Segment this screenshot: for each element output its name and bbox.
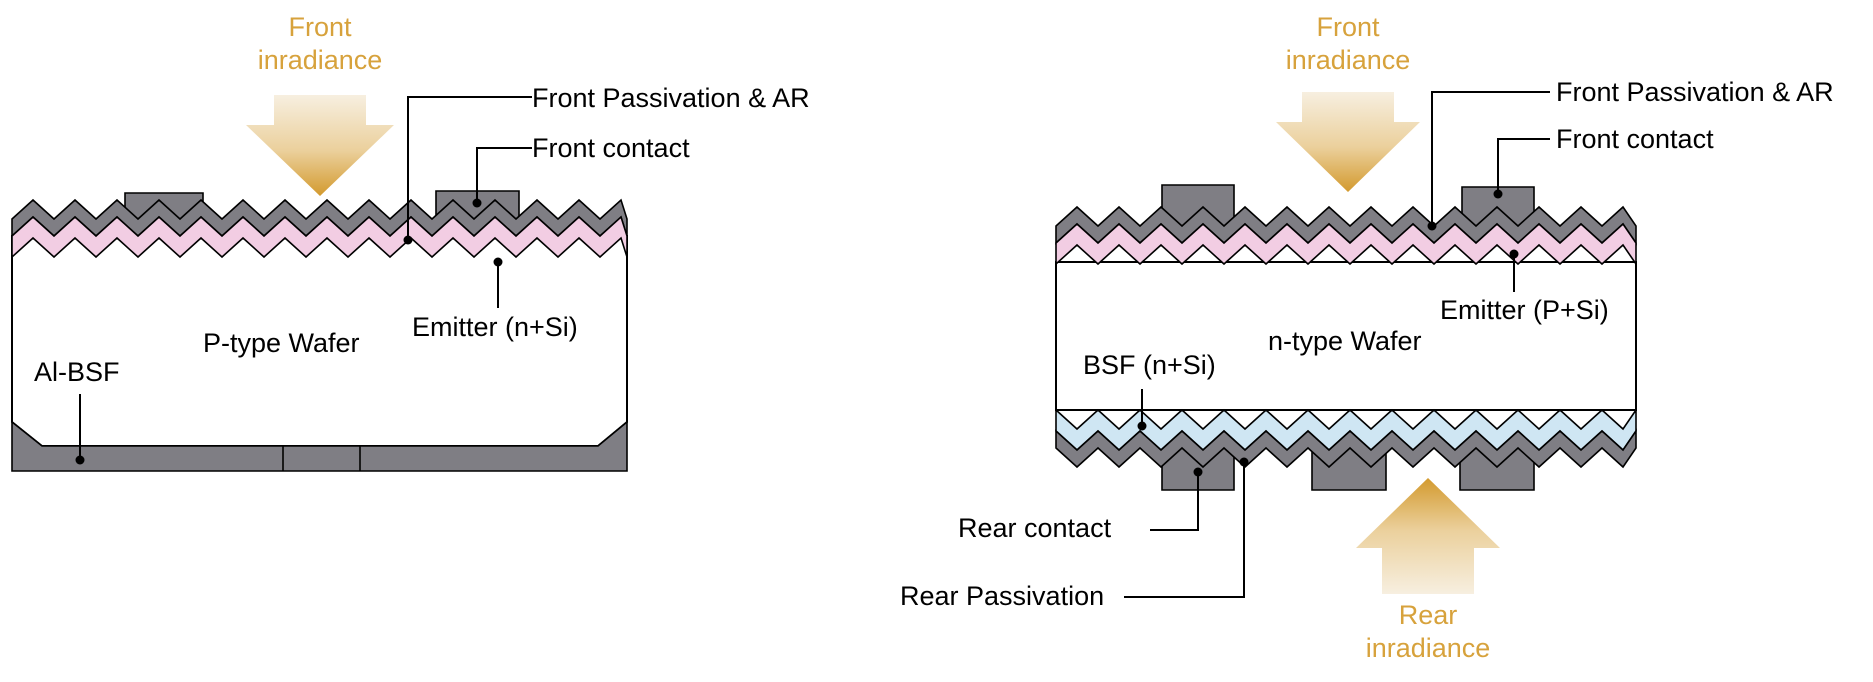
front-irradiance-arrow-left bbox=[246, 95, 394, 196]
leader-dot bbox=[1239, 457, 1249, 467]
front-passivation-label: Front Passivation & AR bbox=[532, 83, 810, 113]
right-cell bbox=[1055, 184, 1637, 491]
leader-dot bbox=[1427, 221, 1437, 231]
front-irradiance-label: Front bbox=[1316, 12, 1380, 42]
front-irradiance-label: inradiance bbox=[258, 45, 383, 75]
front-passivation-label: Front Passivation & AR bbox=[1556, 77, 1834, 107]
rear-irradiance-label: inradiance bbox=[1366, 633, 1491, 663]
emitter-label: Emitter (n+Si) bbox=[412, 312, 578, 342]
rear-contact-label: Rear contact bbox=[958, 513, 1112, 543]
emitter-label: Emitter (P+Si) bbox=[1440, 295, 1609, 325]
rear-irradiance-label: Rear bbox=[1399, 600, 1458, 630]
front-irradiance-label: inradiance bbox=[1286, 45, 1411, 75]
leader-line bbox=[1497, 138, 1550, 194]
front-irradiance-label: Front bbox=[288, 12, 352, 42]
front-irradiance-arrow-right bbox=[1276, 92, 1420, 192]
leader-dot bbox=[1137, 421, 1147, 431]
emitter-layer bbox=[11, 215, 628, 259]
leader-dot bbox=[472, 198, 482, 208]
front-contact-label: Front contact bbox=[1556, 124, 1714, 154]
rear-passivation-layer bbox=[1055, 428, 1637, 469]
bsf-label: BSF (n+Si) bbox=[1083, 350, 1216, 380]
leader-dot bbox=[1509, 249, 1519, 259]
wafer-label: n-type Wafer bbox=[1268, 326, 1422, 356]
wafer-label: P-type Wafer bbox=[203, 328, 360, 358]
leader-line bbox=[1150, 472, 1199, 531]
front-contact-label: Front contact bbox=[532, 133, 690, 163]
leader-dot bbox=[403, 235, 413, 245]
leader-dot bbox=[493, 257, 503, 267]
rear-passivation-label: Rear Passivation bbox=[900, 581, 1104, 611]
leader-dot bbox=[75, 455, 85, 465]
bsf-label: Al-BSF bbox=[34, 357, 120, 387]
leader-line bbox=[1431, 91, 1550, 226]
leader-line bbox=[407, 96, 532, 240]
emitter-layer bbox=[1055, 222, 1637, 267]
leader-line bbox=[476, 147, 532, 203]
al-bsf-layer bbox=[11, 420, 628, 472]
rear-irradiance-arrow bbox=[1356, 478, 1500, 594]
leader-dot bbox=[1493, 189, 1503, 199]
leader-line bbox=[1124, 462, 1245, 598]
left-cell bbox=[11, 190, 628, 472]
leader-dot bbox=[1193, 467, 1203, 477]
